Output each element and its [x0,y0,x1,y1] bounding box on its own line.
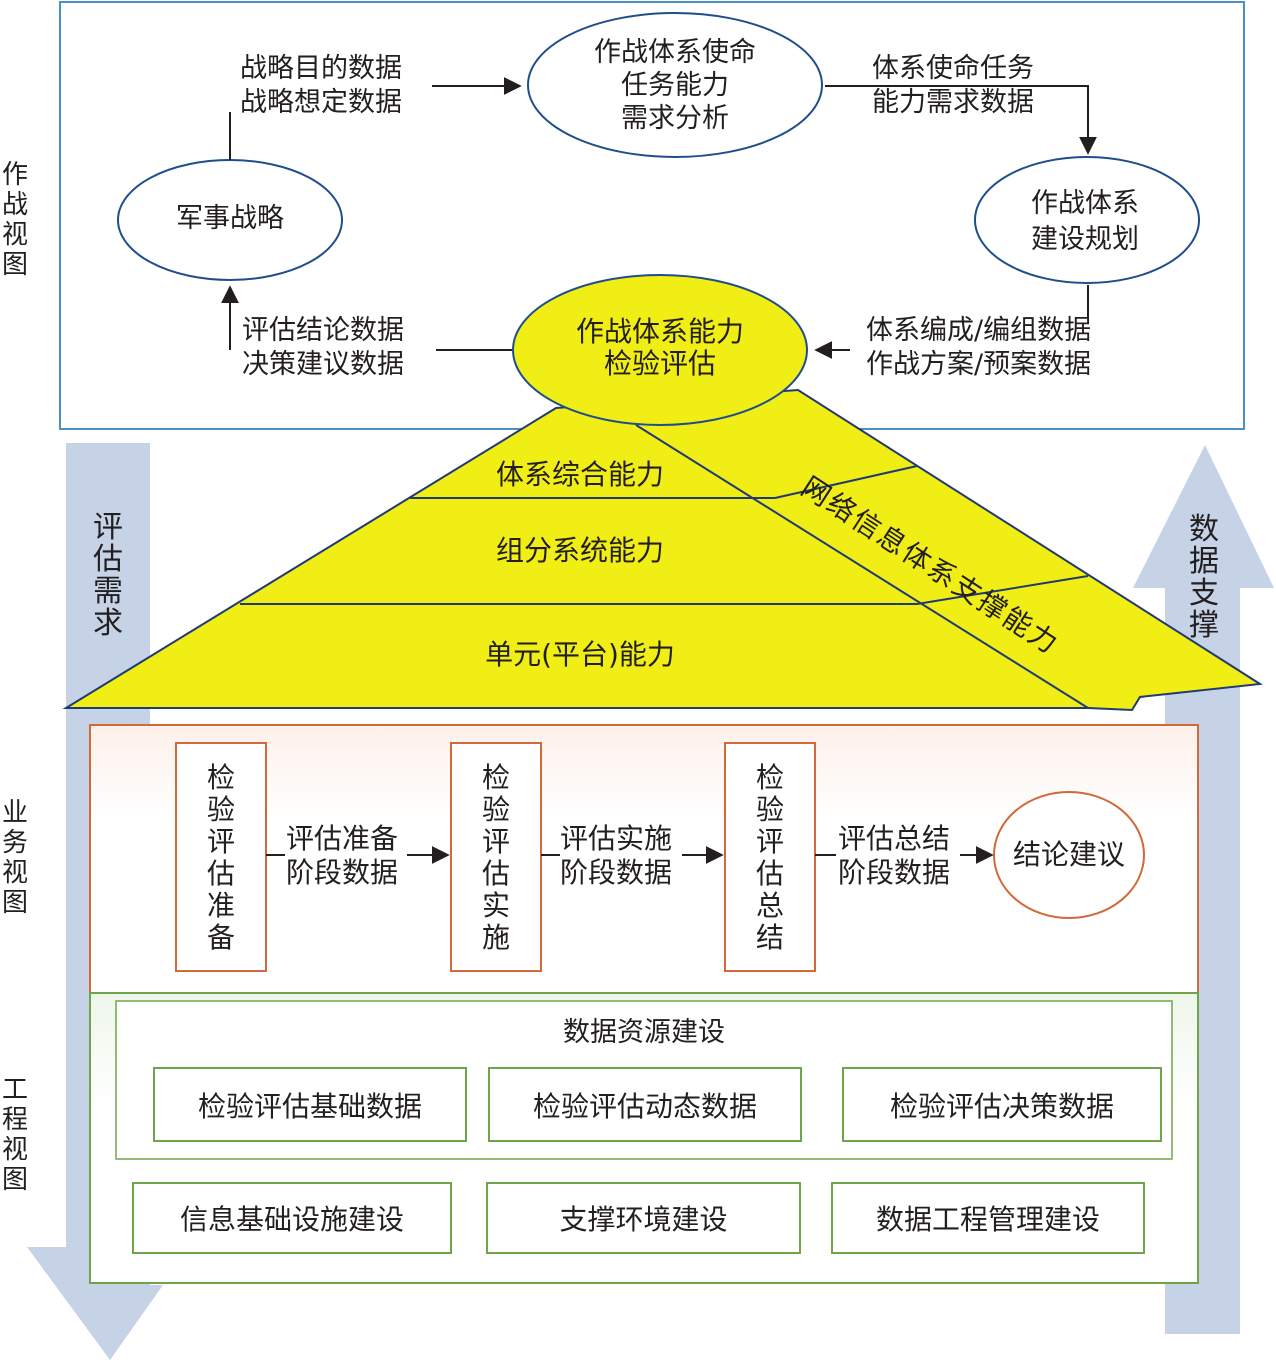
org-data-line-1: 体系编成/编组数据 [866,315,1092,346]
mission-analysis-ellipse [527,12,823,158]
mission-analysis-text: 作战体系使命 任务能力 需求分析 [530,36,820,135]
conclusion-data-line-1: 评估结论数据 [242,315,404,346]
pyramid-level-unit: 单元(平台)能力 [485,638,675,671]
mission-analysis-line-3: 需求分析 [621,103,729,134]
construction-plan-ellipse [974,156,1200,284]
combat-view-label: 作战视图 [1,160,28,280]
business-view-label: 业务视图 [1,798,28,918]
construction-plan-line-2: 建设规划 [1031,224,1139,255]
mission-data-line-1: 体系使命任务 [872,53,1034,84]
impl-box-text: 检验评估实施 [481,761,510,954]
summary-data-line-2: 阶段数据 [838,856,951,889]
org-data-line-2: 作战方案/预案数据 [866,349,1092,380]
strategy-data-line-2: 战略想定数据 [240,87,402,118]
construction-plan-line-1: 作战体系 [1031,188,1139,219]
org-data-label: 体系编成/编组数据 作战方案/预案数据 [866,314,1091,382]
data-resource-title: 数据资源建设 [563,1017,725,1048]
summary-data-label: 评估总结 阶段数据 [838,822,950,890]
mission-analysis-line-2: 任务能力 [621,70,729,101]
conclusion-text: 结论建议 [1012,838,1125,871]
conclusion-ellipse [993,791,1145,919]
summary-data-line-1: 评估总结 [838,822,951,855]
capability-eval-line-1: 作战体系能力 [575,315,744,348]
mission-analysis-line-1: 作战体系使命 [594,37,756,68]
mission-data-line-2: 能力需求数据 [872,87,1034,118]
evaluation-demand-label: 评估需求 [93,510,123,641]
mission-data-label: 体系使命任务 能力需求数据 [872,52,1034,120]
prep-box-text: 检验评估准备 [206,761,235,954]
capability-eval-text: 作战体系能力 检验评估 [520,316,800,380]
prep-data-label: 评估准备 阶段数据 [286,822,398,890]
capability-eval-line-2: 检验评估 [603,347,716,380]
impl-data-label: 评估实施 阶段数据 [560,822,672,890]
decision-data-box: 检验评估决策数据 [889,1089,1114,1123]
infra-box: 信息基础设施建设 [179,1203,404,1236]
strategy-data-line-1: 战略目的数据 [240,53,402,84]
construction-plan-text: 作战体系 建设规划 [985,186,1185,258]
pyramid-level-system: 体系综合能力 [495,458,664,491]
summary-box-text: 检验评估总结 [755,761,784,954]
conclusion-data-label: 评估结论数据 决策建议数据 [242,314,404,382]
basic-data-box: 检验评估基础数据 [197,1089,422,1123]
pyramid-level-component: 组分系统能力 [495,534,664,567]
impl-data-line-1: 评估实施 [560,822,673,855]
capability-eval-ellipse [512,274,808,426]
impl-data-line-2: 阶段数据 [560,856,673,889]
support-env-box: 支撑环境建设 [559,1203,728,1236]
prep-data-line-1: 评估准备 [286,822,399,855]
prep-data-line-2: 阶段数据 [286,856,399,889]
data-support-label: 数据支撑 [1189,512,1219,643]
engineering-view-label: 工程视图 [1,1075,28,1195]
capability-pyramid [62,388,1263,712]
data-mgmt-box: 数据工程管理建设 [875,1203,1100,1236]
military-strategy-text: 军事战略 [176,203,284,234]
dynamic-data-box: 检验评估动态数据 [532,1089,757,1123]
strategy-data-label: 战略目的数据 战略想定数据 [240,52,402,120]
conclusion-data-line-2: 决策建议数据 [242,349,404,380]
